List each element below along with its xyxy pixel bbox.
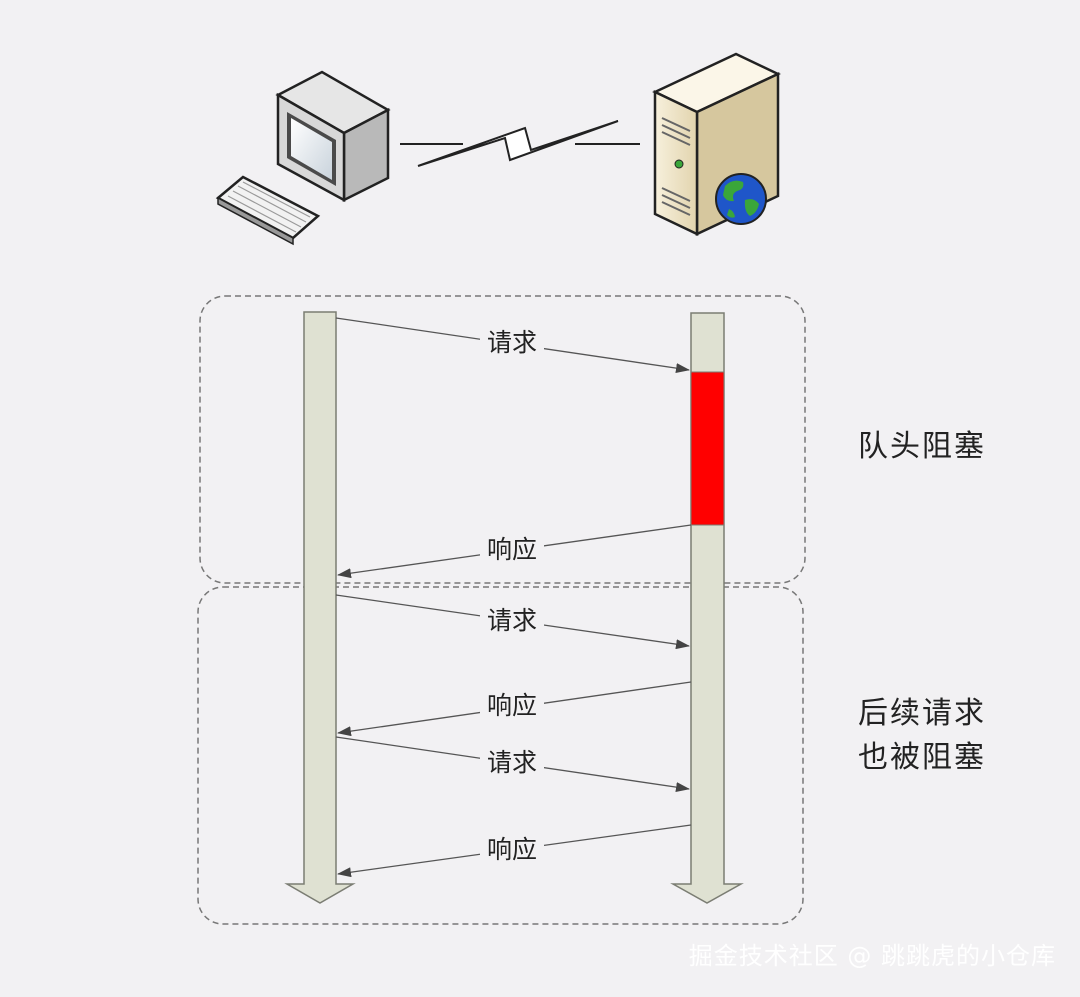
message-arrow: 请求 — [335, 594, 690, 650]
watermark: 掘金技术社区 @ 跳跳虎的小仓库 — [688, 942, 1056, 970]
head-of-line-label: 队头阻塞 — [858, 425, 986, 469]
blocked-processing-segment — [690, 371, 725, 526]
message-label: 响应 — [487, 691, 537, 720]
message-arrow: 请求 — [335, 736, 690, 793]
message-label: 请求 — [487, 328, 537, 357]
subsequent-blocked-label: 后续请求 也被阻塞 — [858, 692, 986, 780]
client-lifeline — [284, 311, 356, 904]
message-label: 响应 — [487, 535, 537, 564]
message-arrow: 请求 — [335, 317, 690, 374]
message-arrow: 响应 — [337, 681, 692, 737]
desktop-computer-icon — [215, 70, 391, 246]
message-label: 请求 — [487, 606, 537, 635]
head-of-line-group-box — [199, 295, 806, 584]
message-arrow: 响应 — [337, 824, 692, 878]
globe-icon — [715, 173, 767, 225]
lightning-link-icon — [400, 120, 640, 167]
subsequent-blocked-line2: 也被阻塞 — [858, 740, 986, 775]
message-label: 请求 — [487, 748, 537, 777]
head-of-line-text: 队头阻塞 — [858, 429, 986, 464]
message-label: 响应 — [487, 835, 537, 864]
subsequent-blocked-line1: 后续请求 — [858, 696, 986, 731]
message-arrow: 响应 — [337, 524, 692, 579]
